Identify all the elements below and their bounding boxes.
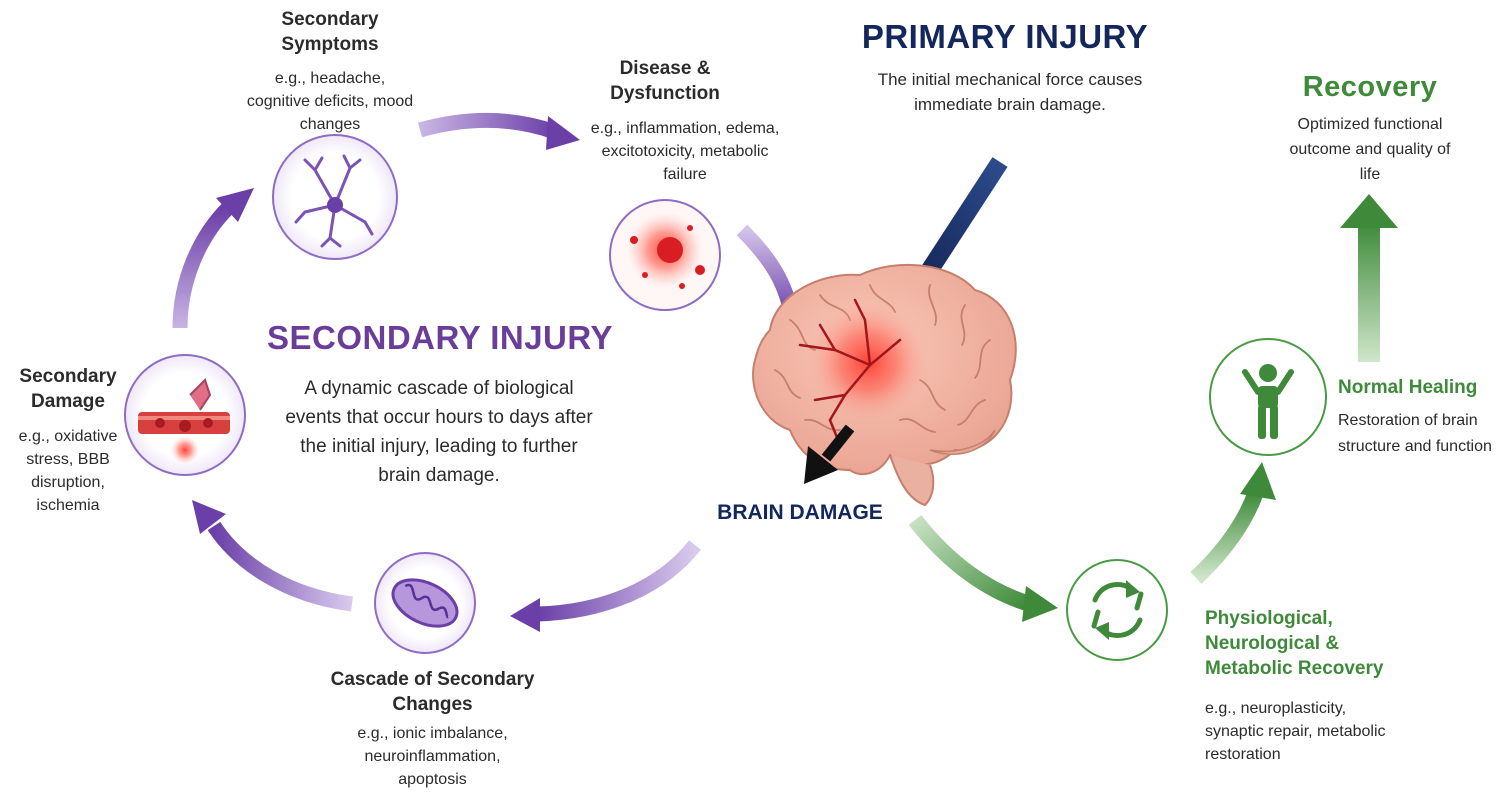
- healing-title: Normal Healing: [1338, 375, 1498, 400]
- brain-illustration: [753, 265, 1016, 505]
- arrow-brain-to-cascade: [510, 545, 695, 632]
- arrow-brain-to-physio: [915, 520, 1058, 622]
- healing-description: Restoration of brain structure and funct…: [1338, 408, 1500, 460]
- recovery-title: Recovery: [1290, 74, 1450, 100]
- primary-injury-description: The initial mechanical force causes imme…: [870, 67, 1150, 117]
- physio-title: Physiological, Neurological & Metabolic …: [1205, 606, 1415, 681]
- mitochondria-icon: [375, 553, 475, 653]
- arrow-symptoms-to-disease: [420, 116, 580, 150]
- blood-vessel-icon: [125, 355, 245, 475]
- arrow-healing-to-recovery: [1340, 194, 1398, 362]
- secondary-injury-title: SECONDARY INJURY: [260, 325, 620, 351]
- symptoms-title: Secondary Symptoms: [255, 7, 405, 57]
- cycle-arrows-icon: [1067, 560, 1167, 660]
- secondary-injury-description: A dynamic cascade of biological events t…: [280, 374, 598, 490]
- symptoms-description: e.g., headache, cognitive deficits, mood…: [245, 67, 415, 136]
- brain-damage-label: BRAIN DAMAGE: [700, 500, 900, 526]
- disease-title: Disease & Dysfunction: [585, 56, 745, 106]
- recovery-description: Optimized functional outcome and quality…: [1280, 112, 1460, 187]
- damage-title: Secondary Damage: [8, 364, 128, 414]
- cascade-description: e.g., ionic imbalance, neuroinflammation…: [330, 722, 535, 791]
- arrow-physio-to-healing: [1196, 462, 1276, 578]
- person-icon: [1210, 339, 1326, 455]
- arrow-damage-to-symptoms: [180, 188, 254, 328]
- arrow-cascade-to-damage: [192, 500, 352, 604]
- disease-description: e.g., inflammation, edema, excitotoxicit…: [585, 117, 785, 186]
- inflammation-icon: [610, 200, 720, 310]
- neuron-icon: [273, 135, 397, 259]
- physio-description: e.g., neuroplasticity, synaptic repair, …: [1205, 697, 1405, 766]
- cascade-title: Cascade of Secondary Changes: [325, 667, 540, 717]
- damage-description: e.g., oxidative stress, BBB disruption, …: [4, 425, 132, 517]
- primary-injury-title: PRIMARY INJURY: [840, 24, 1170, 50]
